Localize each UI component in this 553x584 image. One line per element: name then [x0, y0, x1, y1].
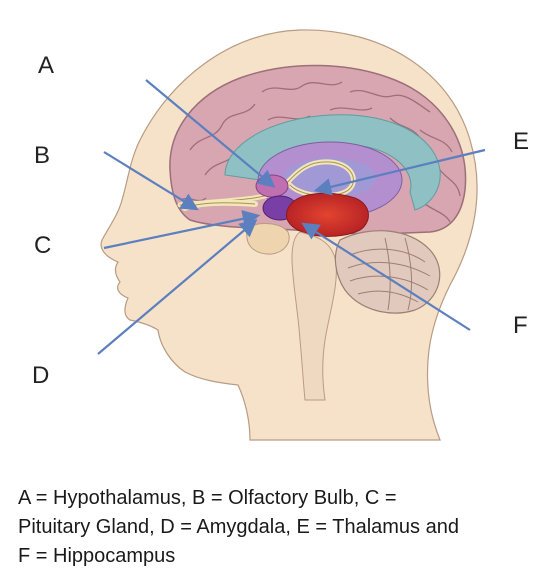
pointer-d	[97, 219, 258, 355]
pointer-c	[103, 210, 261, 250]
caption-line-3: F = Hippocampus	[18, 545, 176, 567]
marker-c: C	[34, 232, 52, 259]
marker-a: A	[38, 52, 55, 79]
caption-line-2: Pituitary Gland, D = Amygdala, E = Thala…	[18, 516, 459, 538]
answer-key-caption: A = Hypothalamus, B = Olfactory Bulb, C …	[18, 484, 538, 571]
marker-f: F	[513, 312, 528, 339]
pituitary-gland	[246, 223, 290, 255]
cerebellum	[334, 230, 441, 314]
pointer-f	[301, 222, 471, 331]
cortex-gyri	[179, 81, 461, 223]
caption-line-1: A = Hypothalamus, B = Olfactory Bulb, C …	[18, 487, 397, 509]
pointer-e	[313, 148, 486, 196]
hippocampus	[286, 192, 369, 237]
pointer-b	[103, 151, 199, 211]
marker-e: E	[513, 128, 530, 155]
pointer-a	[145, 79, 276, 188]
hypothalamus	[255, 174, 289, 198]
pointer-lines	[97, 79, 486, 355]
marker-d: D	[32, 362, 50, 389]
marker-b: B	[34, 142, 51, 169]
